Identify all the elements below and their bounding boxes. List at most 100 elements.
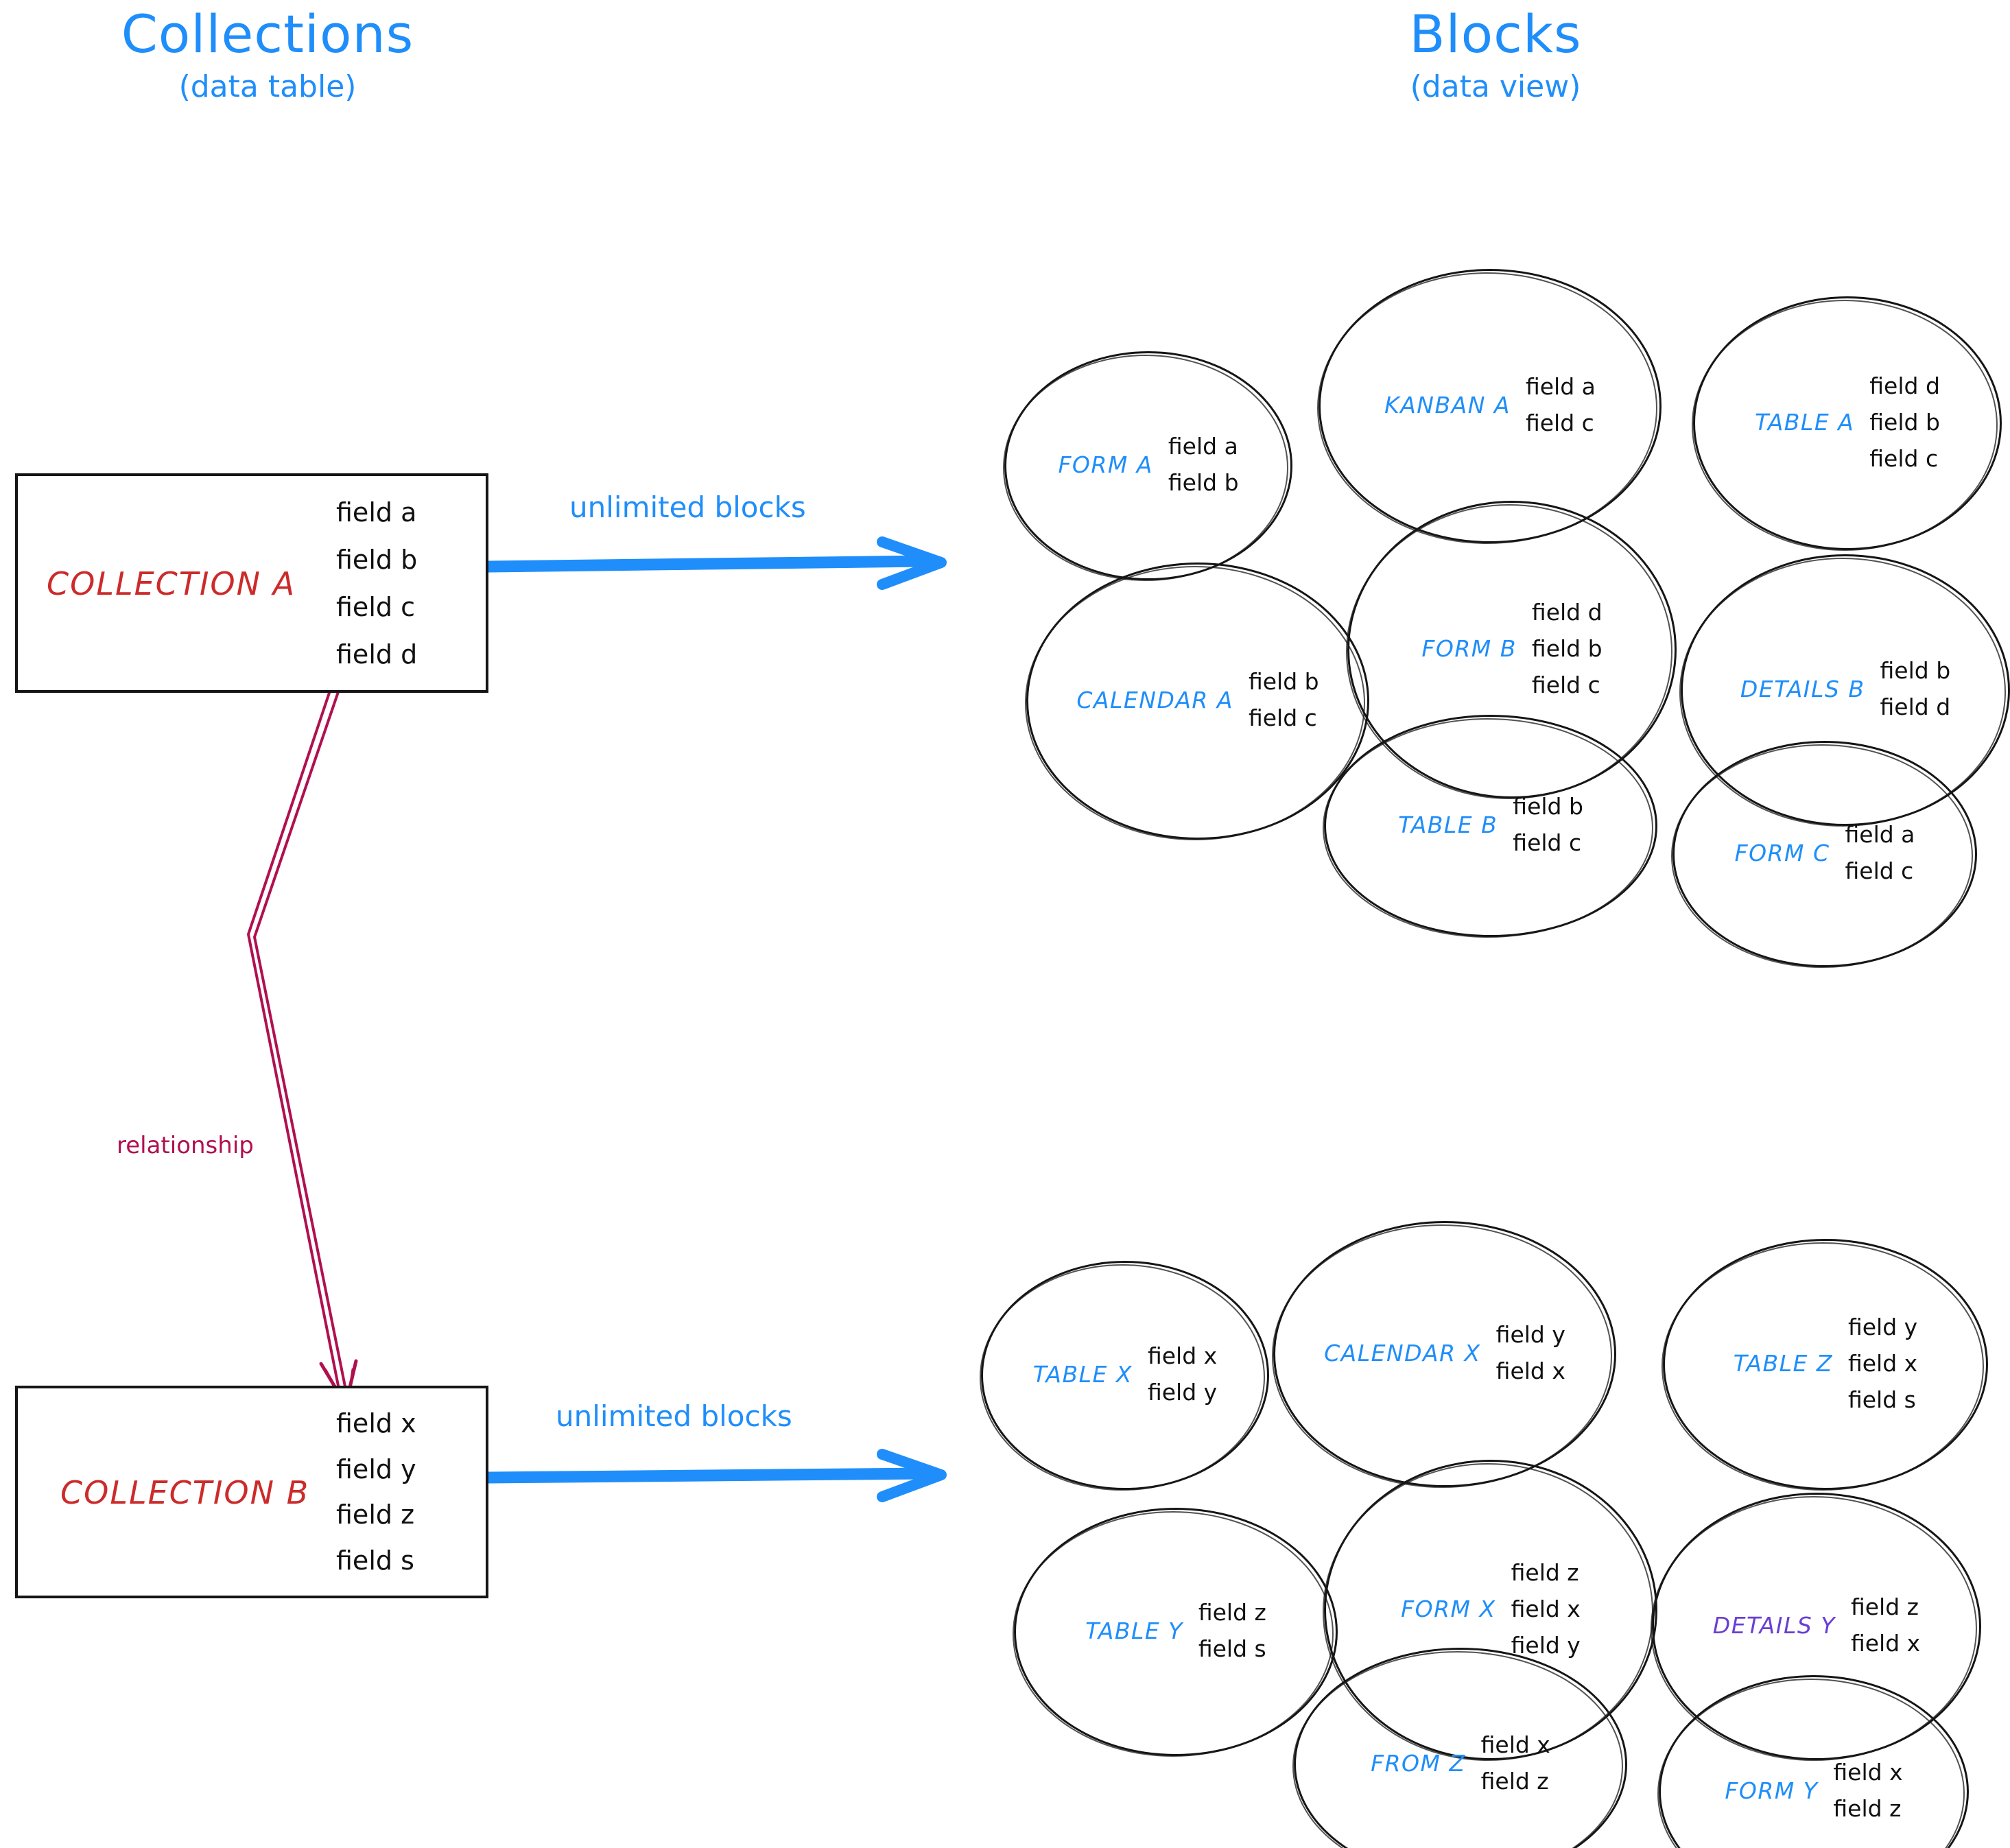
blocks-title: Blocks: [1409, 3, 1582, 64]
collection-a-field-1: field b: [336, 544, 418, 575]
block-table-z-fields: field y field x field s: [1848, 1314, 1917, 1413]
block-form-x-fields: field z field x field y: [1511, 1559, 1581, 1659]
block-table-z[interactable]: TABLE Z field y field x field s: [1662, 1239, 1988, 1491]
collections-subtitle: (data table): [178, 69, 357, 104]
block-from-z[interactable]: FROM Z field x field z: [1292, 1648, 1627, 1848]
block-table-x-field-1: field y: [1147, 1379, 1218, 1406]
block-form-b-field-0: field d: [1531, 598, 1603, 626]
block-table-b-field-0: field b: [1513, 793, 1583, 820]
block-details-y-field-1: field x: [1850, 1630, 1921, 1657]
collections-header: Collections (data table): [27, 7, 508, 103]
collection-b-fields: field x field y field z field s: [336, 1401, 473, 1583]
block-calendar-a[interactable]: CALENDAR A field b field c: [1025, 562, 1369, 840]
block-table-z-field-0: field y: [1847, 1313, 1918, 1340]
block-calendar-a-field-0: field b: [1248, 668, 1319, 695]
block-table-y-field-0: field z: [1198, 1599, 1266, 1626]
block-calendar-a-fields: field b field c: [1249, 668, 1319, 731]
block-details-y-name: DETAILS Y: [1712, 1611, 1836, 1639]
block-table-b[interactable]: TABLE B field b field c: [1323, 715, 1657, 938]
collection-a-field-0: field a: [336, 497, 417, 528]
block-kanban-a-fields: field a field c: [1526, 373, 1596, 436]
block-details-b-field-0: field b: [1880, 657, 1951, 684]
block-calendar-a-field-1: field c: [1248, 704, 1317, 731]
block-calendar-x-name: CALENDAR X: [1324, 1339, 1481, 1366]
collection-a-fields: field a field b field c field d: [336, 488, 473, 678]
block-table-a-name: TABLE A: [1755, 408, 1855, 436]
block-details-b-field-1: field d: [1880, 694, 1951, 720]
block-table-x-fields: field x field y: [1148, 1342, 1217, 1406]
unlimited-blocks-label-a: unlimited blocks: [569, 490, 806, 524]
block-form-c-name: FORM C: [1734, 839, 1830, 866]
block-calendar-a-name: CALENDAR A: [1076, 686, 1233, 713]
block-kanban-a-name: KANBAN A: [1384, 391, 1511, 418]
block-form-c-field-0: field a: [1845, 821, 1915, 848]
block-table-y[interactable]: TABLE Y field z field s: [1013, 1508, 1338, 1757]
block-calendar-x[interactable]: CALENDAR X field y field x: [1272, 1221, 1616, 1488]
block-form-b-field-1: field b: [1531, 635, 1603, 662]
block-form-y-fields: field x field z: [1833, 1759, 1902, 1822]
collection-a-name: COLLECTION A: [47, 565, 296, 602]
unlimited-blocks-arrow-a: [482, 536, 947, 590]
blocks-subtitle: (data view): [1410, 69, 1581, 104]
block-table-b-fields: field b field c: [1513, 793, 1583, 856]
block-table-b-field-1: field c: [1513, 829, 1582, 856]
unlimited-blocks-arrow-b: [482, 1449, 947, 1502]
block-table-a-field-0: field d: [1869, 372, 1940, 399]
collection-b-name: COLLECTION B: [60, 1474, 310, 1511]
collection-b-field-1: field y: [336, 1454, 416, 1484]
collection-a-field-3: field d: [336, 639, 418, 670]
block-details-y-field-0: field z: [1850, 1594, 1919, 1620]
collection-a-field-2: field c: [336, 591, 415, 622]
block-form-x-field-1: field x: [1511, 1595, 1581, 1622]
block-from-z-name: FROM Z: [1371, 1749, 1466, 1777]
block-form-b-name: FORM B: [1421, 635, 1517, 662]
block-form-a-field-1: field b: [1168, 469, 1239, 496]
block-calendar-x-fields: field y field x: [1496, 1321, 1565, 1384]
block-calendar-x-field-0: field y: [1495, 1321, 1565, 1348]
block-table-z-field-1: field x: [1847, 1349, 1918, 1377]
block-details-b-name: DETAILS B: [1740, 675, 1865, 702]
block-from-z-field-1: field z: [1480, 1768, 1549, 1794]
block-form-c-field-1: field c: [1845, 857, 1914, 884]
block-form-a-name: FORM A: [1058, 451, 1153, 478]
block-kanban-a-field-0: field a: [1525, 373, 1596, 400]
collections-title: Collections: [121, 3, 414, 64]
block-form-b-fields: field d field b field c: [1532, 599, 1603, 698]
unlimited-blocks-label-b: unlimited blocks: [556, 1399, 792, 1433]
block-table-a-field-2: field c: [1869, 445, 1939, 472]
block-from-z-fields: field x field z: [1481, 1731, 1550, 1794]
block-table-y-field-1: field s: [1198, 1635, 1266, 1662]
block-form-x-field-2: field y: [1511, 1631, 1581, 1659]
collection-box-b[interactable]: COLLECTION B field x field y field z fie…: [15, 1386, 488, 1598]
block-form-a-fields: field a field b: [1168, 433, 1239, 496]
block-table-z-name: TABLE Z: [1733, 1349, 1833, 1377]
block-kanban-a-field-1: field c: [1525, 410, 1594, 436]
block-calendar-x-field-1: field x: [1495, 1358, 1565, 1384]
block-form-y-name: FORM Y: [1725, 1777, 1819, 1804]
collection-box-a[interactable]: COLLECTION A field a field b field c fie…: [15, 473, 488, 693]
block-table-x[interactable]: TABLE X field x field y: [980, 1261, 1269, 1491]
collection-b-field-0: field x: [336, 1408, 416, 1439]
block-table-y-fields: field z field s: [1198, 1599, 1266, 1662]
block-table-b-name: TABLE B: [1398, 811, 1498, 838]
block-table-x-name: TABLE X: [1032, 1360, 1133, 1388]
block-table-a[interactable]: TABLE A field d field b field c: [1692, 296, 2002, 551]
block-table-y-name: TABLE Y: [1085, 1617, 1183, 1644]
block-form-a-field-0: field a: [1168, 433, 1238, 460]
block-form-y-field-1: field z: [1833, 1795, 1902, 1822]
block-form-x-field-0: field z: [1511, 1559, 1579, 1586]
block-table-a-fields: field d field b field c: [1869, 372, 1940, 472]
block-form-b-field-2: field c: [1531, 671, 1600, 698]
block-form-x-name: FORM X: [1401, 1595, 1496, 1622]
block-form-y-field-0: field x: [1833, 1759, 1903, 1786]
block-form-c-fields: field a field c: [1845, 821, 1915, 884]
relationship-connector: [247, 684, 358, 1409]
relationship-label: relationship: [117, 1132, 254, 1159]
block-table-z-field-2: field s: [1847, 1386, 1916, 1413]
block-form-c[interactable]: FORM C field a field c: [1671, 741, 1977, 968]
block-table-x-field-0: field x: [1147, 1342, 1218, 1369]
block-details-y-fields: field z field x: [1851, 1594, 1920, 1657]
block-form-a[interactable]: FORM A field a field b: [1003, 351, 1292, 581]
collection-b-field-2: field z: [336, 1500, 415, 1530]
